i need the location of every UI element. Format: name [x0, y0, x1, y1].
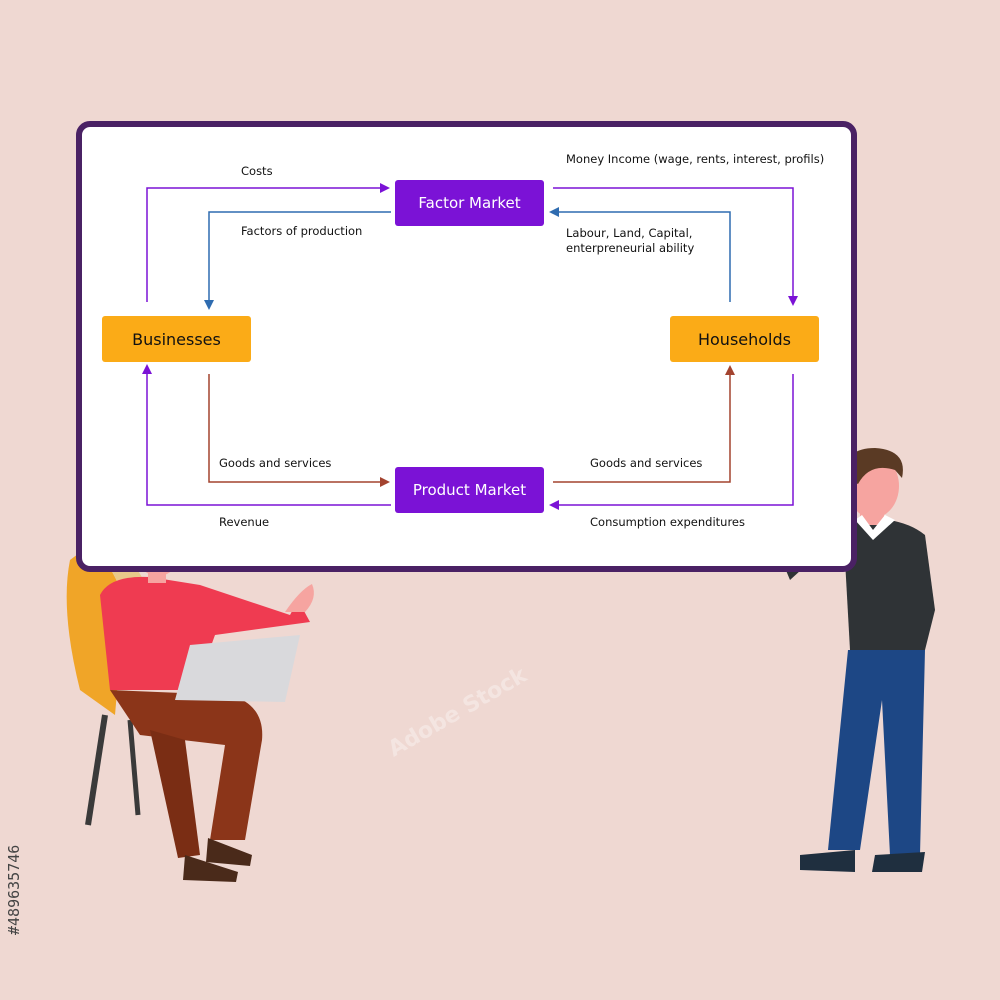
households-node: Households [670, 316, 819, 362]
labour-label-line1: Labour, Land, Capital, [566, 226, 693, 240]
money-income-label: Money Income (wage, rents, interest, pro… [566, 152, 825, 166]
consumption-label: Consumption expenditures [590, 515, 745, 529]
labour-label-line2: enterpreneurial ability [566, 241, 695, 255]
goods-left-label: Goods and services [219, 456, 332, 470]
goods-left-arrow [208, 374, 390, 487]
factors-of-production-arrow [204, 211, 391, 310]
revenue-label: Revenue [219, 515, 270, 529]
goods-right-label: Goods and services [590, 456, 703, 470]
product-market-node: Product Market [395, 467, 544, 513]
businesses-node: Businesses [102, 316, 251, 362]
factors-of-production-label: Factors of production [241, 224, 363, 238]
revenue-arrow [142, 364, 391, 506]
money-income-arrow [553, 187, 798, 306]
costs-arrow [146, 183, 390, 302]
costs-label: Costs [241, 164, 273, 178]
goods-right-arrow [553, 365, 735, 483]
stock-id: #489635746 [5, 844, 23, 935]
consumption-arrow [549, 374, 794, 510]
labour-arrow [549, 207, 731, 302]
factor-market-node: Factor Market [395, 180, 544, 226]
